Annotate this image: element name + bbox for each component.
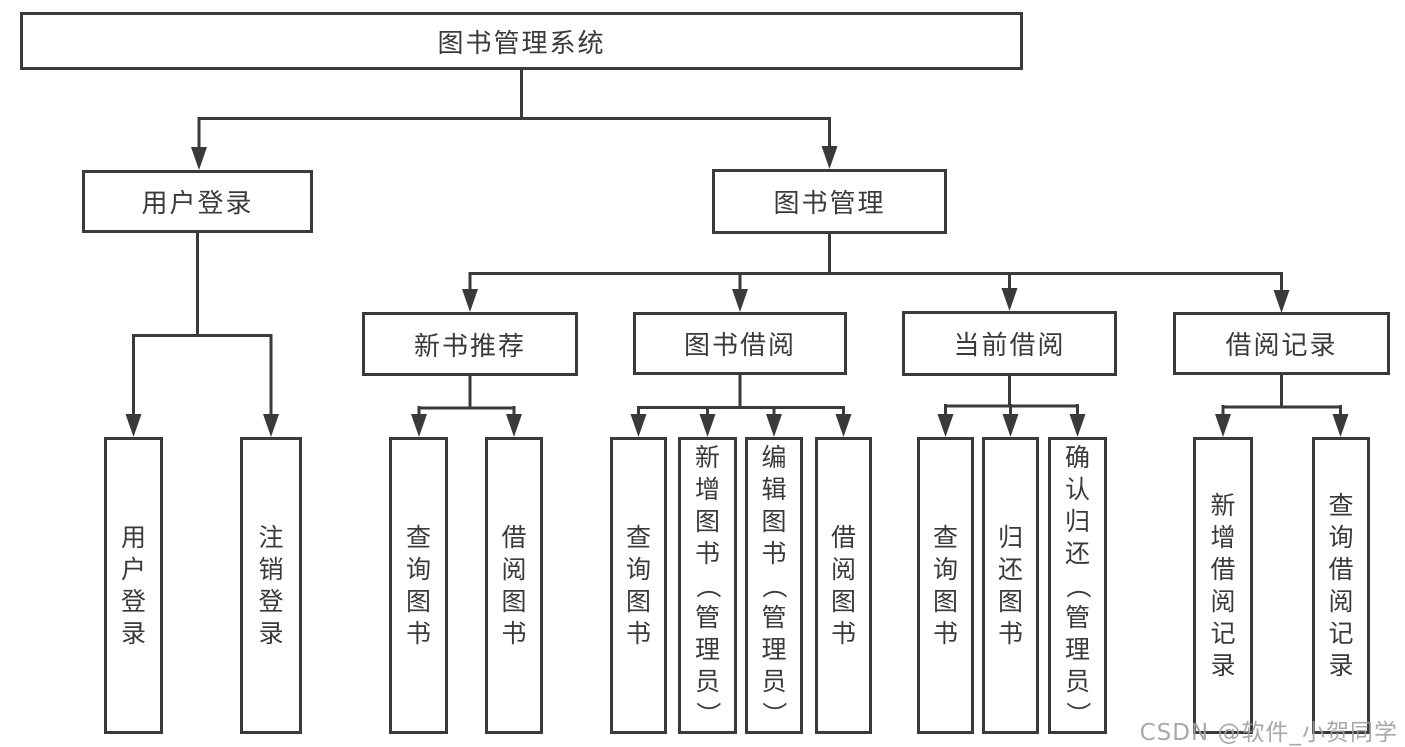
arrow-down-icon [1001, 288, 1018, 311]
arrow-down-icon [506, 414, 522, 437]
leaf-borrow-books-2: 借阅图书 [815, 437, 872, 734]
leaf-add-books-admin-label: 新增图书（管理员） [693, 442, 723, 727]
connector-line [945, 376, 1078, 408]
node-borrow-records-label: 借阅记录 [1225, 331, 1338, 361]
leaf-query-books-1: 查询图书 [389, 437, 448, 734]
leaf-query-books-2: 查询图书 [610, 437, 667, 734]
arrow-down-icon [937, 414, 954, 437]
leaf-borrow-books-1: 借阅图书 [485, 437, 543, 734]
arrow-down-icon [411, 414, 427, 437]
node-root: 图书管理系统 [20, 12, 1023, 70]
arrow-down-icon [1332, 414, 1349, 437]
leaf-return-books-label: 归还图书 [997, 522, 1023, 648]
connector-line [470, 234, 1282, 275]
arrow-down-icon [835, 414, 852, 437]
arrow-down-icon [1069, 414, 1086, 437]
node-new-book-recommend: 新书推荐 [362, 312, 578, 376]
arrow-down-icon [732, 289, 748, 312]
arrow-down-icon [1273, 290, 1290, 313]
arrow-down-icon [1215, 414, 1231, 437]
leaf-query-books-2-label: 查询图书 [625, 522, 651, 648]
leaf-logout-label: 注销登录 [258, 522, 284, 648]
connector-line [199, 70, 830, 120]
arrow-down-icon [462, 289, 478, 312]
node-book-management-label: 图书管理 [773, 189, 886, 219]
connector-line [1223, 375, 1341, 409]
leaf-query-books-1-label: 查询图书 [405, 522, 431, 648]
node-new-book-recommend-label: 新书推荐 [413, 331, 526, 362]
leaf-add-books-admin: 新增图书（管理员） [678, 437, 737, 734]
arrow-down-icon [125, 414, 142, 437]
leaf-user-login-label: 用户登录 [120, 522, 146, 648]
arrow-down-icon [191, 147, 207, 170]
leaf-borrow-books-1-label: 借阅图书 [501, 522, 527, 648]
leaf-logout: 注销登录 [240, 437, 302, 734]
node-borrow-records: 借阅记录 [1173, 312, 1390, 375]
leaf-edit-books-admin-label: 编辑图书（管理员） [759, 442, 789, 727]
arrow-down-icon [263, 414, 279, 437]
leaf-confirm-return-admin-label: 确认归还（管理员） [1063, 442, 1093, 727]
leaf-query-books-3-label: 查询图书 [932, 522, 958, 648]
leaf-query-borrow-record: 查询借阅记录 [1312, 437, 1370, 734]
node-book-borrowing-label: 图书借阅 [683, 331, 796, 361]
node-user-login-label: 用户登录 [141, 189, 254, 219]
csdn-watermark: CSDN @软件_小贺同学 [1139, 720, 1398, 746]
connector-line [638, 375, 844, 409]
connector-line [419, 376, 514, 410]
leaf-edit-books-admin: 编辑图书（管理员） [745, 437, 803, 734]
node-user-login: 用户登录 [82, 170, 313, 233]
arrow-down-icon [766, 414, 782, 437]
arrow-down-icon [1002, 414, 1019, 437]
leaf-query-books-3: 查询图书 [917, 437, 974, 734]
node-root-label: 图书管理系统 [437, 28, 606, 59]
node-current-borrowing-label: 当前借阅 [953, 331, 1066, 361]
arrow-down-icon [630, 414, 647, 437]
connector-line [133, 233, 271, 337]
leaf-user-login: 用户登录 [104, 437, 163, 734]
leaf-add-borrow-record-label: 新增借阅记录 [1210, 490, 1236, 680]
arrow-down-icon [821, 146, 838, 169]
node-current-borrowing: 当前借阅 [902, 311, 1117, 376]
leaf-borrow-books-2-label: 借阅图书 [830, 522, 856, 648]
leaf-add-borrow-record: 新增借阅记录 [1193, 437, 1253, 734]
node-book-borrowing: 图书借阅 [633, 312, 847, 375]
node-book-management: 图书管理 [712, 169, 947, 234]
leaf-query-borrow-record-label: 查询借阅记录 [1328, 490, 1354, 680]
arrow-down-icon [699, 414, 716, 437]
leaf-return-books: 归还图书 [982, 437, 1039, 734]
leaf-confirm-return-admin: 确认归还（管理员） [1048, 437, 1107, 734]
